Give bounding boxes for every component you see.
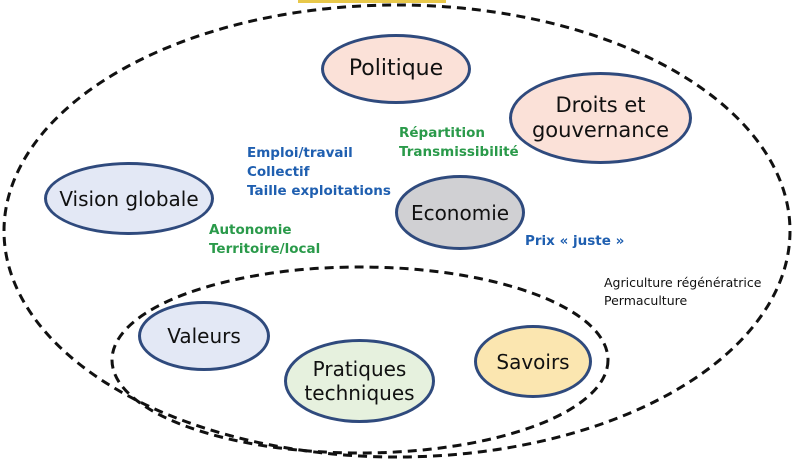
valeurs-label: Valeurs [167, 324, 241, 348]
prix-juste-text: Prix « juste » [525, 233, 625, 249]
collectif-text: Collectif [247, 164, 310, 180]
pratiques-label-line-1: Pratiques [312, 357, 407, 381]
prix-juste-annotation: Prix « juste » [525, 232, 624, 251]
economie-label: Economie [410, 200, 510, 225]
repartition-text: Répartition [399, 125, 486, 141]
territoire-local-text: Territoire/local [209, 241, 321, 257]
autonomie-text: Autonomie [209, 222, 292, 238]
inner-dashed-ellipse [110, 265, 610, 455]
droits-label-line-1: Droits et [555, 92, 646, 117]
vision-label: Vision globale [59, 186, 199, 211]
emploi-travail-text: Emploi/travail [247, 145, 353, 161]
pratiques-techniques-node: Pratiques techniques [284, 339, 435, 423]
transmissibilite-text: Transmissibilité [399, 144, 519, 160]
top-accent-mark [298, 0, 446, 3]
politique-label: Politique [348, 55, 444, 81]
green-annotation-top: Répartition Transmissibilité [399, 124, 519, 162]
droits-gouvernance-node: Droits et gouvernance [509, 72, 692, 164]
politique-node: Politique [321, 34, 471, 104]
taille-exploitations-text: Taille exploitations [247, 183, 391, 199]
agriculture-regeneratrice-text: Agriculture régénératrice [604, 275, 762, 290]
droits-label-line-2: gouvernance [531, 118, 670, 142]
agriculture-note: Agriculture régénératrice Permaculture [604, 274, 761, 310]
valeurs-node: Valeurs [138, 301, 270, 371]
savoirs-node: Savoirs [474, 325, 592, 398]
permaculture-text: Permaculture [604, 293, 688, 308]
savoirs-label: Savoirs [496, 349, 570, 374]
blue-annotation-group: Emploi/travail Collectif Taille exploita… [247, 144, 391, 201]
outer-dashed-ellipse [2, 3, 792, 459]
green-annotation-left: Autonomie Territoire/local [209, 221, 320, 259]
pratiques-label-line-2: techniques [304, 381, 415, 405]
vision-globale-node: Vision globale [44, 162, 214, 235]
economie-node: Economie [395, 175, 525, 250]
